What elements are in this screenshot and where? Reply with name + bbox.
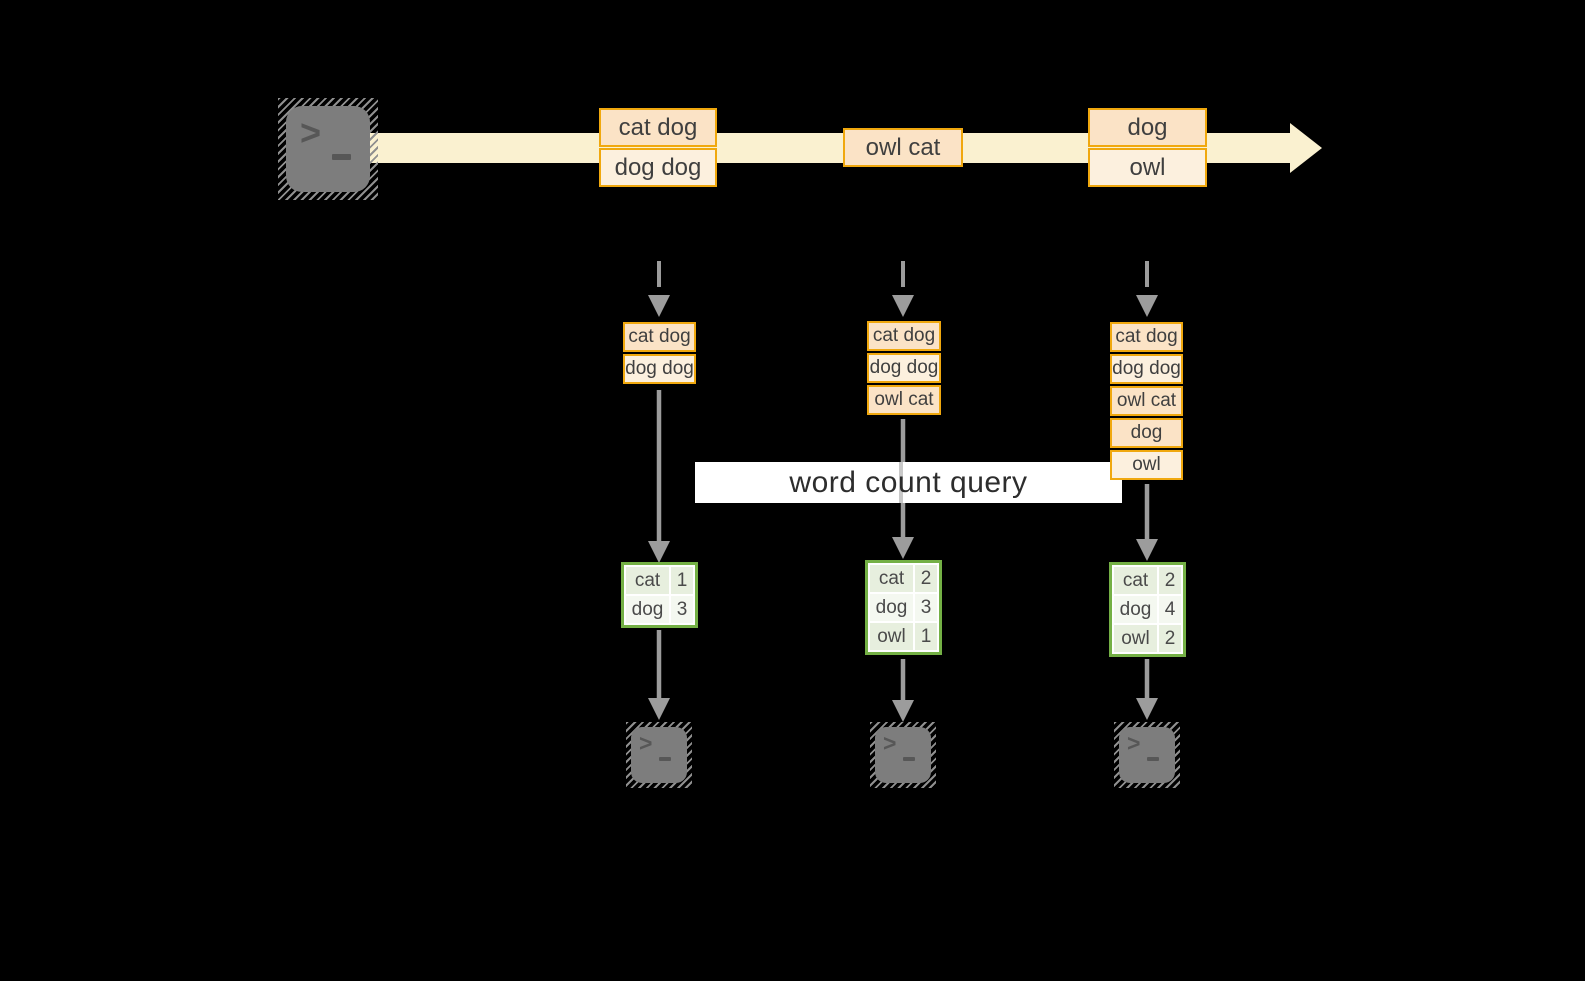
- sink-terminal-icon-3: >: [1114, 722, 1180, 788]
- count-cell: 1: [915, 623, 937, 650]
- stream-batch-2: owl cat: [843, 128, 963, 167]
- word-cell: cat: [626, 567, 669, 594]
- word-cell: cat: [870, 565, 913, 592]
- result-arrow-1: [648, 630, 670, 720]
- query-label-box: word count query: [695, 462, 1122, 503]
- sink-terminal-icon-1: >: [626, 722, 692, 788]
- batch-cell: dog dog: [599, 148, 717, 187]
- input-cell: owl: [1110, 450, 1183, 480]
- word-cell: cat: [1114, 567, 1157, 594]
- result-arrow-3: [1136, 659, 1158, 720]
- terminal-prompt-glyph: >: [883, 730, 897, 756]
- batch-arrows: [648, 261, 1158, 317]
- input-cell: owl cat: [867, 385, 941, 415]
- count-cell: 3: [915, 594, 937, 621]
- input-cell: cat dog: [867, 321, 941, 351]
- batch-arrow-3: [1136, 261, 1158, 317]
- input-cell: cat dog: [1110, 322, 1183, 352]
- input-cell: cat dog: [623, 322, 696, 352]
- stream-batch-1: cat dog dog dog: [599, 108, 717, 187]
- source-terminal-icon: >: [278, 98, 378, 200]
- word-cell: dog: [626, 596, 669, 623]
- count-cell: 2: [1159, 625, 1181, 652]
- batch-arrow-1: [648, 261, 670, 317]
- count-cell: 1: [671, 567, 693, 594]
- arrow-through-label: [899, 462, 903, 503]
- accumulated-input-table-3: cat dog dog dog owl cat dog owl: [1110, 322, 1183, 480]
- terminal-prompt-glyph: >: [300, 112, 322, 153]
- batch-arrow-2: [892, 261, 914, 317]
- result-arrows: [648, 630, 1158, 722]
- word-cell: owl: [870, 623, 913, 650]
- count-cell: 2: [1159, 567, 1181, 594]
- input-cell: dog dog: [623, 354, 696, 384]
- batch-cell: cat dog: [599, 108, 717, 147]
- word-count-table-2: cat 2 dog 3 owl 1: [865, 560, 942, 655]
- query-arrow-3: [1136, 484, 1158, 561]
- input-cell: owl cat: [1110, 386, 1183, 416]
- batch-cell: dog: [1088, 108, 1207, 147]
- input-cell: dog dog: [867, 353, 941, 383]
- terminal-cursor-glyph: [659, 757, 671, 761]
- terminal-prompt-glyph: >: [1127, 730, 1141, 756]
- terminal-cursor-glyph: [903, 757, 915, 761]
- count-cell: 2: [915, 565, 937, 592]
- terminal-cursor-glyph: [332, 154, 351, 160]
- terminal-prompt-glyph: >: [639, 730, 653, 756]
- count-cell: 4: [1159, 596, 1181, 623]
- word-cell: dog: [1114, 596, 1157, 623]
- accumulated-input-table-2: cat dog dog dog owl cat: [867, 321, 941, 415]
- input-cell: dog: [1110, 418, 1183, 448]
- batch-cell: owl: [1088, 148, 1207, 187]
- input-cell: dog dog: [1110, 354, 1183, 384]
- query-label: word count query: [789, 465, 1028, 499]
- word-count-table-3: cat 2 dog 4 owl 2: [1109, 562, 1186, 657]
- result-arrow-2: [892, 659, 914, 722]
- sink-terminal-icon-2: >: [870, 722, 936, 788]
- terminal-cursor-glyph: [1147, 757, 1159, 761]
- stream-batch-3: dog owl: [1088, 108, 1207, 187]
- count-cell: 3: [671, 596, 693, 623]
- query-arrow-1: [648, 390, 670, 563]
- word-cell: dog: [870, 594, 913, 621]
- accumulated-input-table-1: cat dog dog dog: [623, 322, 696, 384]
- batch-cell: owl cat: [843, 128, 963, 167]
- word-cell: owl: [1114, 625, 1157, 652]
- word-count-table-1: cat 1 dog 3: [621, 562, 698, 628]
